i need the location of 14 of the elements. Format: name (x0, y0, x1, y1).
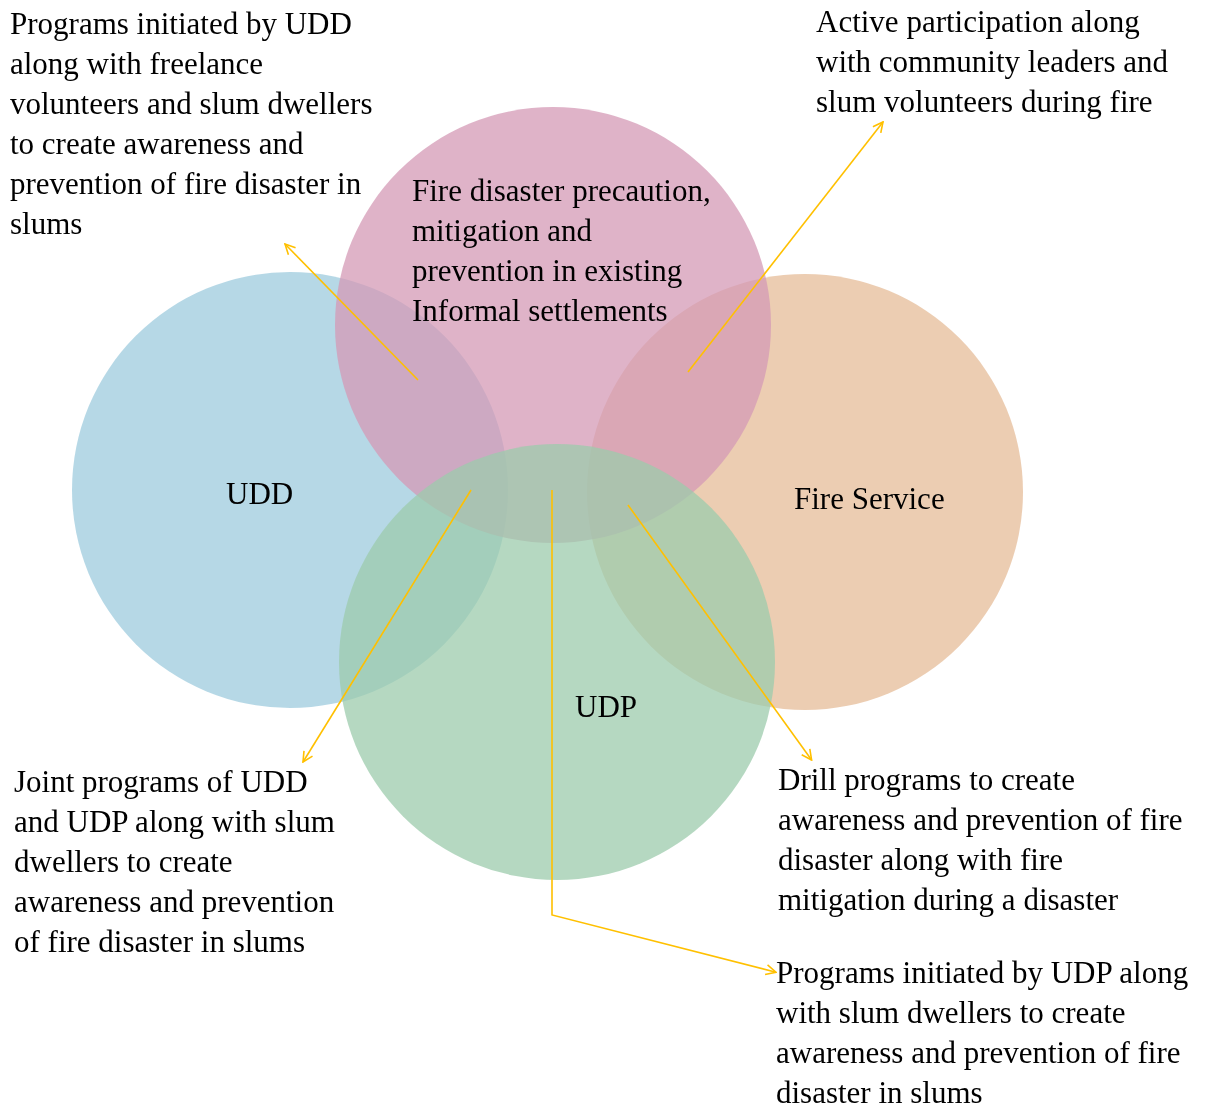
annotation-text: Drill programs to create awareness and prevention of fire disaster along with fire mitigation during a disaster (778, 761, 1184, 919)
leader-line (687, 121, 884, 373)
circle-label: Fire disaster precaution, mitigation and prevention in existing Informal settlements (412, 172, 712, 330)
annotation-text: Joint programs of UDD and UDP along with slum dwellers to create awareness and prevention of fire disaster in slums (14, 763, 336, 961)
circle-label: Fire Service (794, 480, 945, 518)
leader-line (551, 489, 777, 976)
circle-label: UDP (575, 688, 637, 726)
annotation-text: Programs initiated by UDP along with slum dwellers to create awareness and prevention of fire disaster in slums (776, 954, 1190, 1106)
annotation-text: Active participation along with community leaders and slum volunteers during fire (816, 3, 1170, 121)
circle-label: UDD (226, 475, 294, 513)
annotation-text: Programs initiated by UDD along with freelance volunteers and slum dwellers to create awareness and prevention of fire disaster in slums (10, 5, 374, 243)
leader-line (284, 243, 419, 381)
leader-line (627, 504, 813, 761)
leader-line (302, 489, 472, 763)
